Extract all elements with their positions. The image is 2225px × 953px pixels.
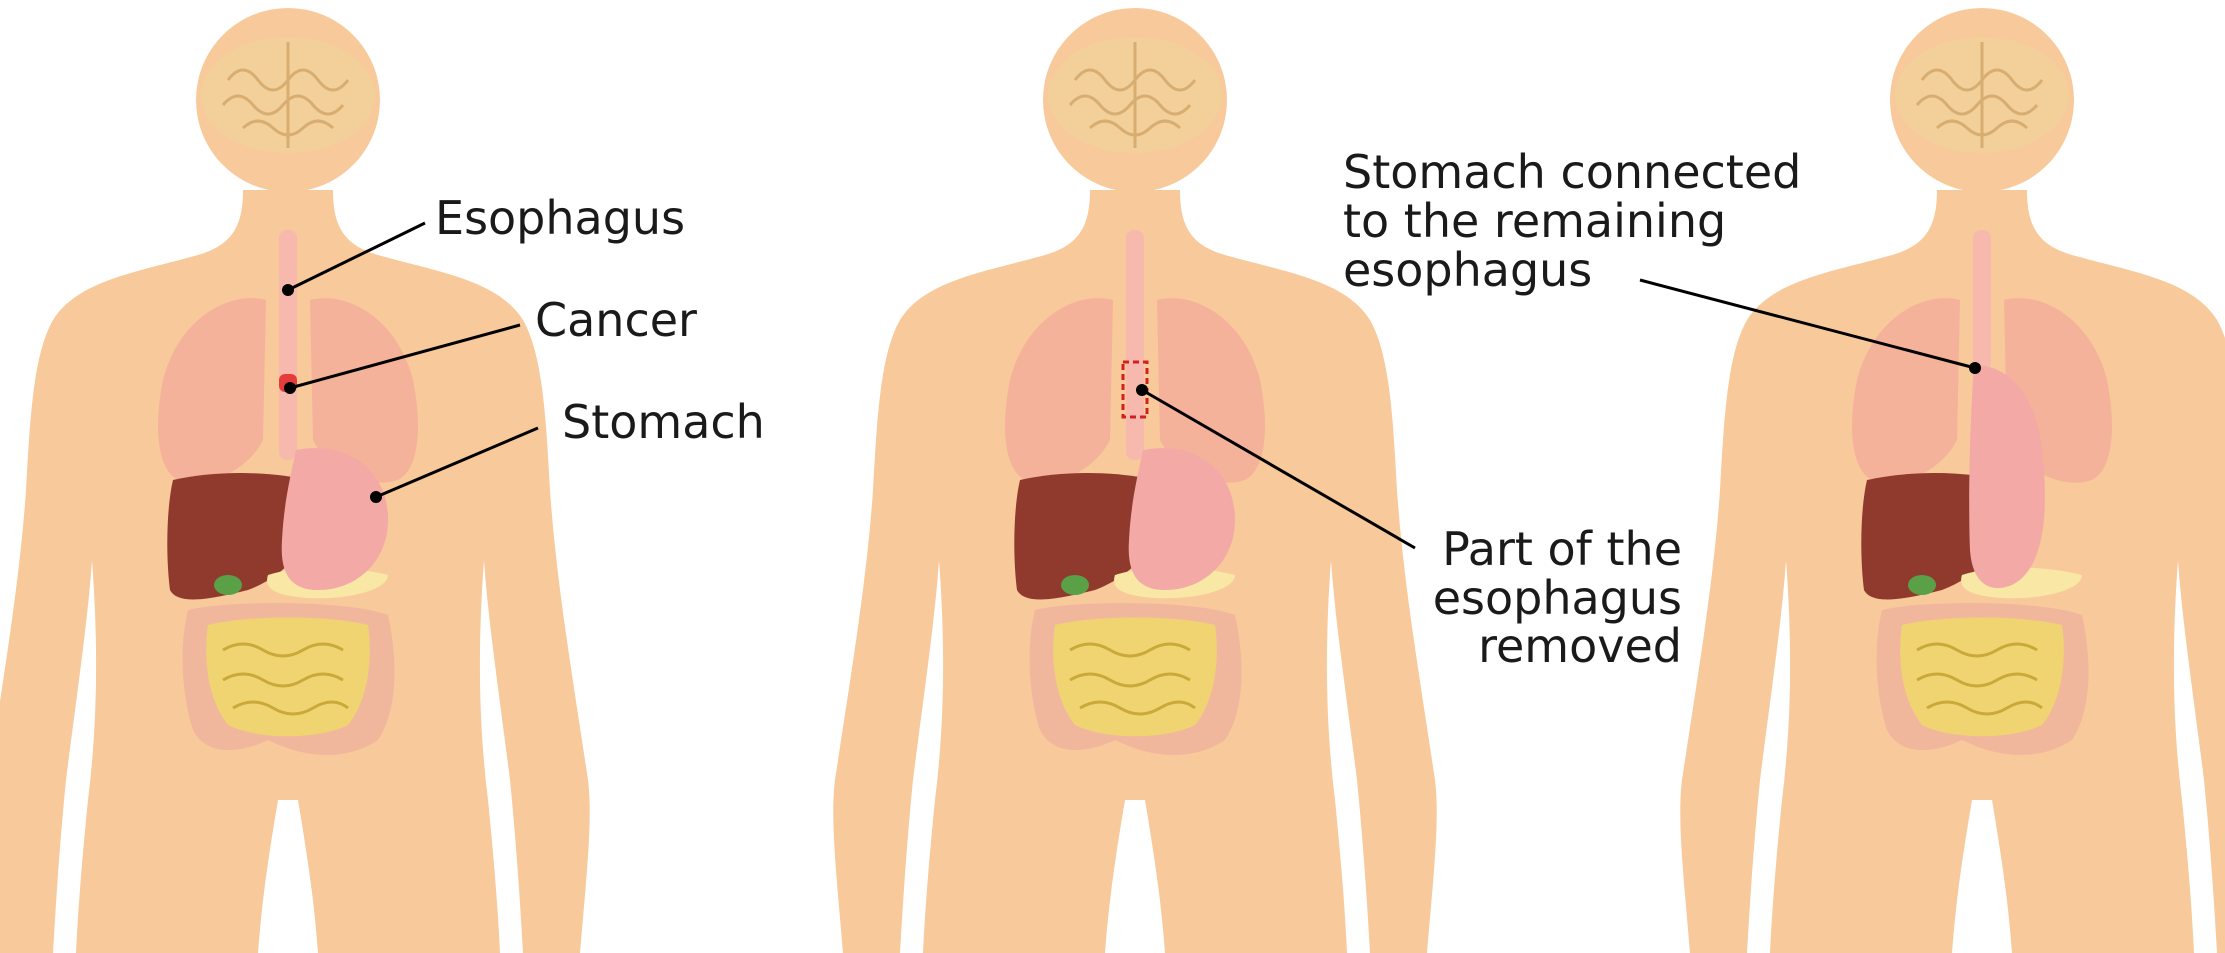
- label-removed-line-2: esophagus: [1433, 571, 1682, 625]
- esophagus-3: [1973, 230, 1991, 370]
- connected-pointer-dot: [1969, 362, 1981, 374]
- label-connected-line-2: to the remaining: [1343, 194, 1726, 248]
- label-connected-line-1: Stomach connected: [1343, 145, 1801, 199]
- cancer-pointer-dot: [284, 382, 296, 394]
- esophagus-pointer-dot: [282, 284, 294, 296]
- label-connected-line-3: esophagus: [1343, 243, 1592, 297]
- esophagus-2: [1126, 230, 1144, 460]
- label-removed-line-1: Part of the: [1442, 522, 1682, 576]
- removed-pointer-dot: [1136, 384, 1148, 396]
- label-esophagus: Esophagus: [435, 191, 685, 245]
- panel-1: [0, 8, 590, 953]
- label-stomach: Stomach: [562, 395, 765, 449]
- label-cancer: Cancer: [535, 293, 697, 347]
- label-removed-line-3: removed: [1478, 619, 1682, 673]
- esophagus-1: [279, 230, 297, 460]
- stomach-pointer-dot: [370, 491, 382, 503]
